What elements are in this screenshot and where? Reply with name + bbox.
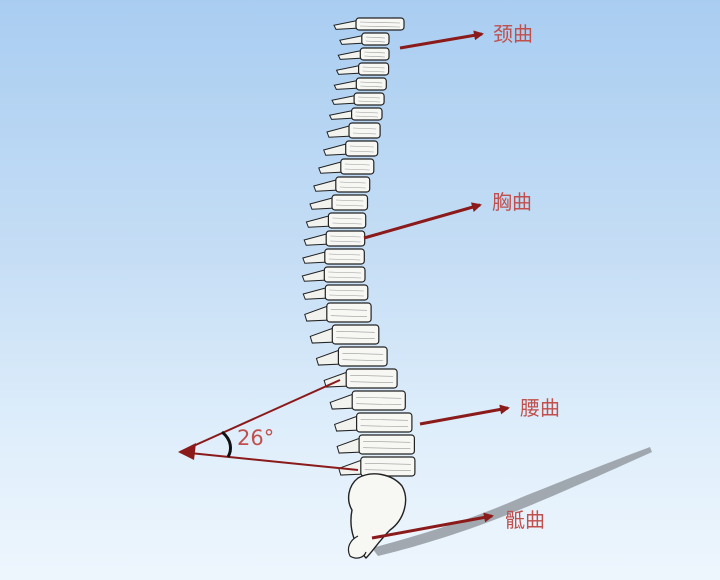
vertebra-texture — [359, 25, 401, 28]
vertebra-texture — [350, 375, 394, 377]
arrow-lumbar — [419, 404, 510, 426]
angle-arc — [221, 430, 232, 458]
vertebra — [324, 284, 369, 301]
label-lumbar-curve: 腰曲 — [520, 396, 560, 420]
vertebra — [340, 158, 375, 175]
vertebra-texture — [356, 403, 402, 405]
vertebra-texture — [358, 100, 381, 103]
vertebra-texture — [330, 315, 368, 317]
vertebra-texture — [332, 217, 362, 220]
vertebra-texture — [335, 199, 364, 202]
arrow-cervical — [399, 30, 484, 50]
vertebra-texture — [349, 145, 374, 148]
vertebra-texture — [359, 21, 401, 24]
vertebra-texture — [360, 81, 383, 84]
vertebra-texture — [328, 276, 362, 279]
vertebra-texture — [360, 85, 383, 88]
vertebra — [361, 32, 390, 46]
vertebra — [324, 248, 365, 265]
label-sacral-curve: 骶曲 — [505, 508, 545, 532]
vertebra-texture — [328, 253, 361, 256]
vertebra-texture — [365, 36, 386, 39]
vertebra — [345, 140, 379, 157]
vertebra-texture — [362, 70, 385, 73]
vertebra — [358, 434, 416, 455]
spine-illustration — [301, 17, 416, 477]
vertebra-texture — [356, 397, 402, 399]
arrow-sacral — [371, 512, 494, 540]
vertebra — [348, 122, 381, 139]
vertebra-texture — [355, 111, 379, 114]
vertebra-texture — [339, 181, 366, 184]
label-angle: 26° — [237, 426, 275, 450]
vertebra-texture — [364, 469, 411, 471]
vertebra-texture — [332, 222, 362, 225]
vertebra-texture — [364, 463, 411, 465]
vertebra-texture — [360, 419, 408, 421]
angle-line-lower — [179, 451, 359, 471]
vertebra-texture — [349, 150, 374, 153]
coccyx — [347, 535, 367, 559]
vertebra-texture — [328, 271, 362, 274]
vertebra-texture — [330, 309, 368, 311]
vertebra — [337, 346, 388, 367]
vertebra-texture — [364, 55, 386, 58]
vertebra — [355, 77, 387, 91]
vertebra — [331, 194, 369, 211]
vertebra — [331, 324, 380, 345]
vertebra-texture — [330, 240, 361, 243]
vertebra — [360, 456, 416, 477]
vertebra-texture — [344, 168, 370, 171]
vertebra-texture — [329, 289, 364, 292]
vertebra-texture — [329, 294, 364, 297]
vertebra — [356, 412, 413, 433]
vertebra-texture — [336, 331, 375, 333]
vertebra — [351, 107, 383, 121]
vertebra-texture — [363, 441, 411, 443]
vertebra-texture — [336, 337, 375, 339]
vertebra-texture — [339, 186, 366, 189]
vertebra — [351, 390, 406, 411]
vertebra-texture — [330, 235, 361, 238]
vertebra-texture — [342, 353, 384, 355]
vertebra-texture — [328, 258, 361, 261]
vertebra — [358, 62, 390, 76]
label-thoracic-curve: 胸曲 — [492, 190, 532, 214]
vertebra — [335, 176, 371, 193]
vertebra — [323, 266, 366, 283]
angle-line-upper — [179, 379, 341, 453]
vertebra-texture — [352, 132, 377, 135]
vertebra — [355, 17, 405, 31]
vertebra-texture — [350, 381, 394, 383]
vertebra-texture — [358, 96, 381, 99]
vertebra-texture — [342, 359, 384, 361]
vertebra — [325, 230, 366, 247]
vertebra — [327, 212, 367, 229]
vertebra — [345, 368, 398, 389]
vertebra-texture — [335, 204, 364, 207]
vertebra-texture — [362, 66, 385, 69]
vertebra-texture — [344, 163, 370, 166]
vertebra-texture — [360, 425, 408, 427]
vertebra — [353, 92, 385, 106]
vertebra-texture — [364, 51, 386, 54]
vertebra-texture — [363, 447, 411, 449]
label-cervical-curve: 颈曲 — [493, 22, 533, 46]
arrow-thoracic — [363, 202, 482, 240]
vertebra-texture — [365, 40, 386, 43]
vertebra — [359, 47, 390, 61]
spine-shadow — [372, 447, 652, 556]
angle-vertex-arrow — [178, 443, 196, 460]
vertebra-texture — [352, 127, 377, 130]
sacrum — [347, 473, 407, 559]
vertebra — [326, 302, 372, 323]
vertebra-texture — [355, 115, 379, 118]
